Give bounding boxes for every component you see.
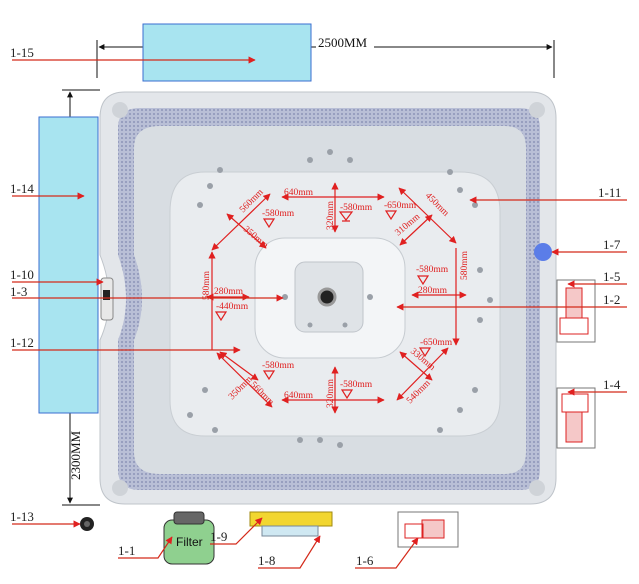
top-seat-depth: 320mm — [326, 200, 336, 230]
label-1-10: 1-10 — [10, 267, 34, 282]
bottom-seat-width: 640mm — [284, 391, 314, 401]
label-1-1: 1-1 — [118, 543, 135, 558]
pump-1-5 — [556, 279, 596, 343]
label-1-12: 1-12 — [10, 335, 34, 350]
label-1-15: 1-15 — [10, 45, 34, 60]
side-panel-1-14 — [38, 116, 99, 414]
leader-lines — [12, 56, 627, 569]
heater-1-6 — [397, 511, 459, 548]
label-1-9: 1-9 — [210, 529, 227, 544]
label-1-13: 1-13 — [10, 509, 34, 524]
right-seat-height: -580mm — [416, 265, 449, 275]
br-seat-height: -650mm — [420, 338, 453, 348]
bottom-seat-height: -580mm — [340, 380, 373, 390]
label-1-5: 1-5 — [603, 269, 620, 284]
label-1-7: 1-7 — [603, 237, 621, 252]
label-1-14: 1-14 — [10, 181, 34, 196]
label-1-8: 1-8 — [258, 553, 275, 568]
left-seat-length: 580mm — [202, 270, 212, 300]
part-1-7-dot — [534, 243, 552, 261]
part-labels: 1-15 1-14 1-10 1-3 1-12 1-13 1-11 1-7 1-… — [10, 45, 621, 568]
filter-1-1: Filter — [163, 511, 215, 565]
left-seat-height: -440mm — [216, 302, 249, 312]
bl-seat-height: -580mm — [262, 361, 295, 371]
tl-seat-height: -580mm — [262, 209, 295, 219]
right-seat-length: 580mm — [460, 250, 470, 280]
label-1-4: 1-4 — [603, 377, 621, 392]
skimmer-1-9 — [249, 511, 333, 537]
overall-height-label: 2300MM — [68, 430, 83, 480]
bottom-seat-depth: 320mm — [326, 378, 336, 408]
right-seat-width: 280mm — [418, 286, 448, 296]
label-1-3: 1-3 — [10, 284, 27, 299]
top-seat-height: -580mm — [340, 203, 373, 213]
tr-seat-height: -650mm — [384, 201, 417, 211]
label-1-2: 1-2 — [603, 292, 620, 307]
top-seat-width: 640mm — [284, 188, 314, 198]
overall-width-label: 2500MM — [318, 35, 368, 50]
label-1-6: 1-6 — [356, 553, 374, 568]
pump-1-4 — [556, 387, 596, 449]
label-1-11: 1-11 — [598, 185, 621, 200]
top-panel-1-15 — [142, 23, 312, 82]
left-seat-width: 280mm — [214, 287, 244, 297]
filter-label: Filter — [176, 535, 203, 549]
drain-1-13 — [80, 517, 94, 531]
